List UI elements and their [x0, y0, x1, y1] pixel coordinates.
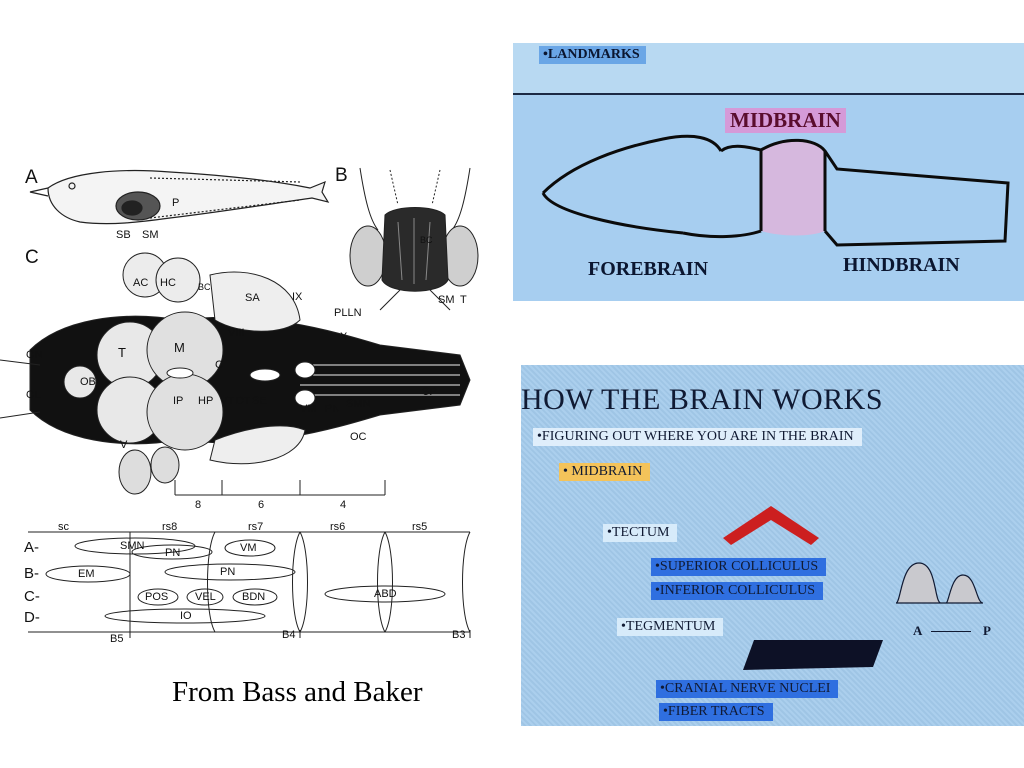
landmarks-slide-header: •LANDMARKS — [513, 43, 1024, 95]
rhombomere-rs5: rs5 — [412, 521, 428, 533]
figure-caption: From Bass and Baker — [172, 676, 423, 708]
nucleus-vel: VEL — [195, 591, 216, 603]
brain-outline-drawing — [541, 134, 1010, 247]
label-c-ix: IX — [292, 291, 303, 303]
rhombomere-rs7: rs7 — [248, 521, 264, 533]
label-c-8: 8 — [195, 499, 202, 511]
panel-label-c: C — [25, 247, 39, 268]
item-tectum: •TECTUM — [603, 524, 678, 542]
axis-anterior-label: A — [913, 623, 923, 638]
label-a-sb: SB — [116, 229, 131, 241]
figure-drawing — [0, 167, 479, 638]
label-c-smn: SMN — [346, 398, 371, 410]
label-c-se: SE — [252, 395, 267, 407]
label-c-sp: SP — [422, 386, 437, 398]
label-c-hp: HP — [198, 395, 214, 407]
item-midbrain: • MIDBRAIN — [559, 463, 651, 481]
label-c-ip: IP — [173, 395, 184, 407]
nucleus-pn-a: PN — [165, 547, 181, 559]
row-label-b: B- — [24, 565, 39, 582]
nucleus-smn: SMN — [120, 540, 145, 552]
panel-label-a: A — [25, 167, 38, 188]
label-a-sm: SM — [142, 229, 159, 241]
axis-line — [931, 631, 971, 632]
bass-baker-figure: A B C SB SM P BC SM T AC HC BC SA IX PLL… — [0, 160, 505, 665]
rhombomere-rs6: rs6 — [330, 521, 346, 533]
boundary-b4: B4 — [282, 629, 296, 641]
forebrain-label: FOREBRAIN — [588, 258, 709, 280]
colliculus-profile-drawing — [895, 562, 984, 604]
label-c-oc: OC — [350, 431, 367, 443]
label-b-t: T — [460, 294, 467, 306]
label-c-viii: VIII — [228, 327, 245, 339]
panel-c-brain-drawing — [0, 252, 471, 496]
nucleus-em: EM — [78, 568, 95, 580]
nucleus-vm: VM — [240, 542, 257, 554]
how-brain-works-slide: HOW THE BRAIN WORKS •FIGURING OUT WHERE … — [521, 365, 1024, 726]
rhombomere-rs8: rs8 — [162, 521, 178, 533]
item-fiber-tracts: •FIBER TRACTS — [659, 703, 773, 721]
label-b-sm: SM — [438, 294, 455, 306]
item-inferior-colliculus: •INFERIOR COLLICULUS — [651, 582, 824, 600]
axis-posterior-label: P — [983, 623, 991, 638]
label-c-ac: AC — [133, 277, 149, 289]
label-c-vt: VT — [220, 395, 235, 407]
label-c-c: C — [215, 359, 223, 371]
boundary-b3: B3 — [452, 629, 466, 641]
panel-a-fish-drawing — [29, 169, 330, 225]
rhombomere-sc: sc — [58, 521, 69, 533]
label-b-bc: BC — [420, 235, 433, 245]
label-c-hc: HC — [160, 277, 176, 289]
label-c-m: M — [174, 340, 185, 355]
label-c-v: V — [120, 439, 128, 451]
row-label-a: A- — [24, 539, 39, 556]
label-c-vm: VM — [300, 403, 317, 415]
item-superior-colliculus: •SUPERIOR COLLICULUS — [651, 558, 827, 576]
landmarks-slide: •LANDMARKS MIDBRAIN FOREBRAIN HINDBRAIN — [513, 43, 1024, 301]
item-figuring-out: •FIGURING OUT WHERE YOU ARE IN THE BRAIN — [533, 428, 862, 446]
nucleus-bdn: BDN — [242, 591, 266, 603]
tectum-chevron — [723, 506, 819, 545]
label-c-pn: PN — [325, 403, 341, 415]
item-cranial-nerve-nuclei: •CRANIAL NERVE NUCLEI — [656, 680, 839, 698]
nucleus-abd: ABD — [374, 588, 397, 600]
nucleus-pn-b: PN — [220, 566, 236, 578]
label-c-4: 4 — [340, 499, 347, 511]
slide-graphics — [723, 506, 984, 670]
label-c-dt: DT — [236, 395, 251, 407]
label-c-x: X — [340, 331, 348, 343]
panel-label-b: B — [335, 165, 348, 186]
label-c-bc: BC — [198, 282, 211, 292]
label-c-plln: PLLN — [334, 307, 362, 319]
row-label-c: C- — [24, 588, 40, 605]
label-c-sa: SA — [245, 292, 260, 304]
tegmentum-bar — [743, 640, 883, 670]
slide-title: HOW THE BRAIN WORKS — [521, 383, 884, 416]
label-c-t: T — [118, 345, 126, 360]
label-c-on: ON — [26, 349, 43, 361]
landmarks-tag: •LANDMARKS — [539, 46, 646, 64]
boundary-b5: B5 — [110, 633, 124, 645]
hindbrain-label: HINDBRAIN — [843, 254, 960, 276]
label-a-p: P — [172, 197, 180, 209]
midbrain-label: MIDBRAIN — [725, 108, 846, 133]
rhombomere-diagram — [28, 531, 471, 638]
label-c-ob: OB — [80, 376, 96, 388]
nucleus-pos: POS — [145, 591, 169, 603]
panel-b-ventral-drawing — [349, 167, 479, 311]
item-tegmentum: •TEGMENTUM — [617, 618, 724, 636]
label-c-ol: OL — [26, 389, 41, 401]
label-c-6: 6 — [258, 499, 265, 511]
nucleus-io: IO — [180, 610, 192, 622]
row-label-d: D- — [24, 609, 40, 626]
